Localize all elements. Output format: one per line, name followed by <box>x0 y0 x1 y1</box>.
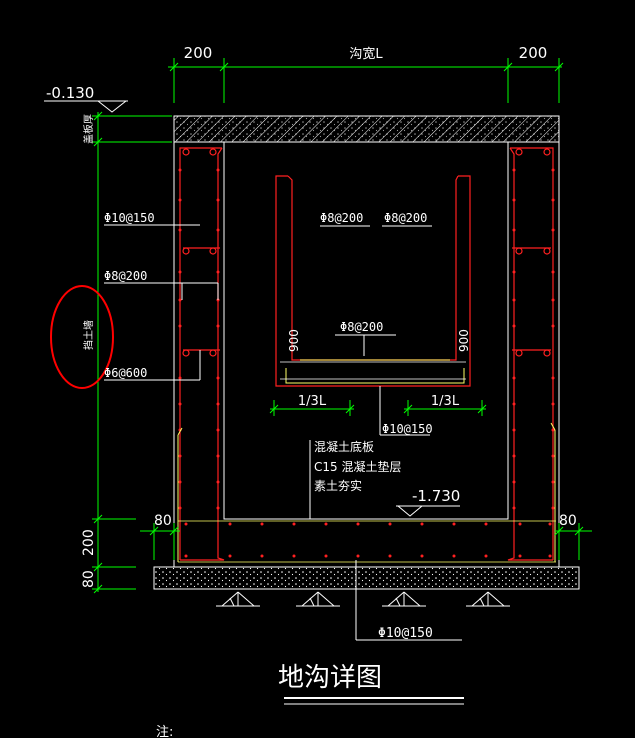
leader-lines <box>104 224 462 641</box>
inner-u-rebar <box>275 175 471 387</box>
dim-80-left: 80 <box>154 513 172 529</box>
footnote-label: 注: <box>156 725 173 738</box>
rebar-phi8-200-inner-left: Φ8@200 <box>320 211 363 225</box>
highlight-circle <box>50 285 114 389</box>
third-l-right: 1/3L <box>431 394 460 409</box>
note-line-1: 混凝土底板 <box>314 439 374 454</box>
height-900-right: 900 <box>457 329 471 352</box>
elevation-top-label: -0.130 <box>46 84 94 102</box>
rebar-phi8-200-inner-right: Φ8@200 <box>384 211 427 225</box>
note-line-2: C15 混凝土垫层 <box>314 459 401 474</box>
inner-hatch <box>280 361 466 380</box>
slab-thickness-label: 200 <box>81 529 97 556</box>
trench-outline <box>173 141 560 568</box>
cushion-layer <box>153 566 580 590</box>
slab-rebar-lines <box>178 520 556 563</box>
top-dimension <box>168 58 564 103</box>
rebar-phi6-600: Φ6@600 <box>104 366 147 380</box>
right-wall-dots <box>512 168 555 510</box>
dim-right-wall: 200 <box>519 44 548 62</box>
right-wall-rebar <box>507 147 554 561</box>
drawing-title: 地沟详图 <box>278 663 382 693</box>
rebar-phi10-150-middle: Φ10@150 <box>382 422 433 436</box>
rebar-phi10-150-bottom: Φ10@150 <box>378 626 433 641</box>
third-l-left: 1/3L <box>298 394 327 409</box>
dim-trench-width: 沟宽L <box>349 46 383 62</box>
slab-corner-hooks <box>177 422 556 562</box>
rebar-phi10-150-left: Φ10@150 <box>104 211 155 225</box>
left-wall-rebar <box>179 147 225 561</box>
dim-80-right: 80 <box>559 513 577 529</box>
left-wall-dots <box>178 168 220 510</box>
title-underline <box>284 697 464 705</box>
left-dimension <box>92 111 172 594</box>
bottom-side-dims <box>140 523 592 560</box>
third-dimensions <box>269 400 487 416</box>
inner-yellow <box>285 359 465 384</box>
dim-left-wall: 200 <box>184 44 213 62</box>
elevation-bottom-marker <box>396 505 460 517</box>
rebar-phi8-200-middle: Φ8@200 <box>340 320 383 334</box>
elevation-top-marker <box>44 100 128 113</box>
cover-plate-texture <box>174 116 559 142</box>
cover-plate-label: 盖板厚 <box>82 114 95 144</box>
height-900-left: 900 <box>287 329 301 352</box>
soil-compaction-symbols <box>216 591 510 607</box>
pad-thickness-label: 80 <box>81 570 97 588</box>
retaining-wall-label: 挡土墙 <box>82 320 95 350</box>
elevation-bottom-label: -1.730 <box>412 487 460 505</box>
rebar-phi8-200-left: Φ8@200 <box>104 269 147 283</box>
slab-rebar-dots <box>184 522 552 558</box>
note-line-3: 素土夯实 <box>314 478 362 493</box>
